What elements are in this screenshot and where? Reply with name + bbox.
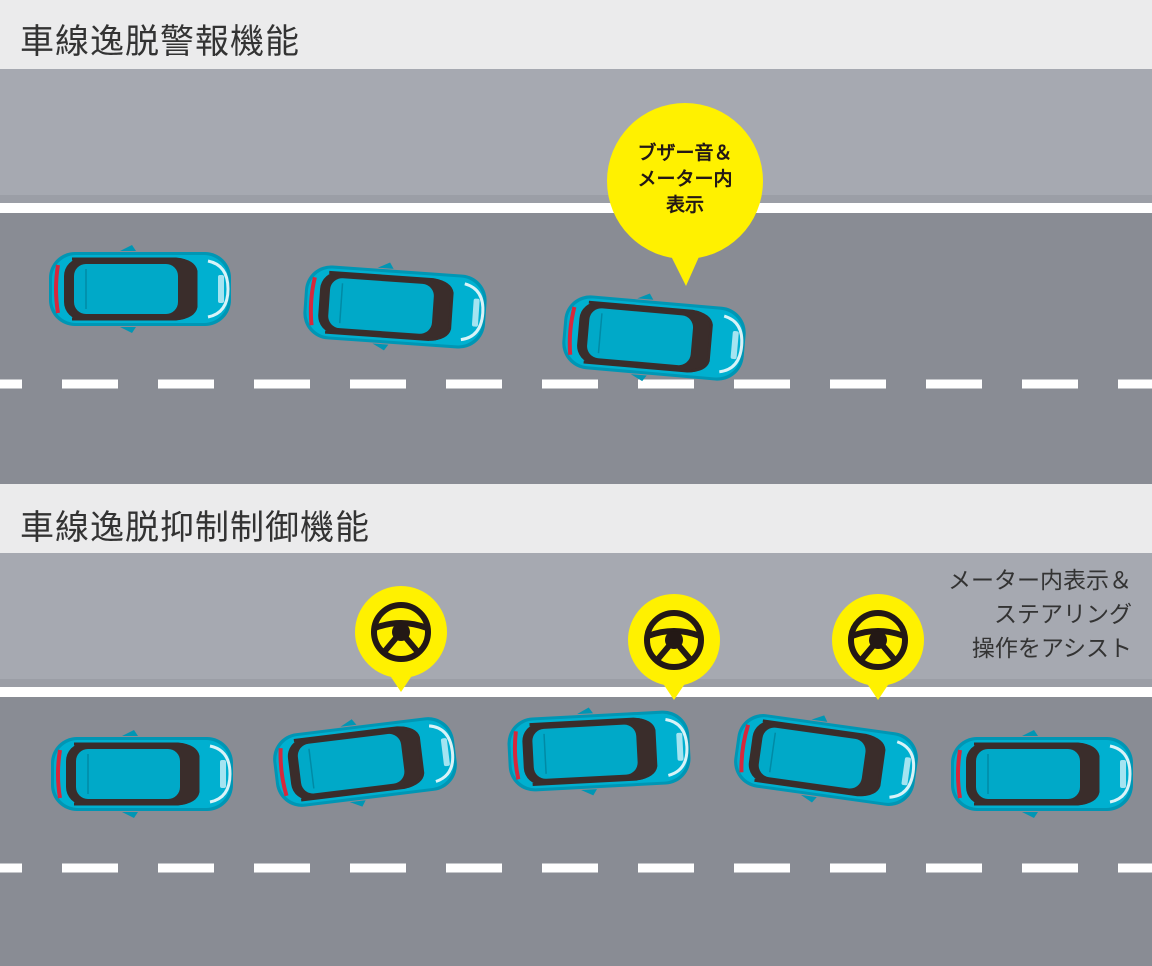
section-title-control: 車線逸脱抑制制御機能 bbox=[20, 508, 370, 548]
section-title-warning: 車線逸脱警報機能 bbox=[20, 22, 300, 62]
car-8 bbox=[949, 728, 1135, 820]
bubble-line: ブザー音＆ bbox=[637, 142, 733, 164]
steering-bubble-3 bbox=[832, 594, 924, 700]
car-4 bbox=[49, 728, 235, 820]
road-section-2 bbox=[0, 553, 1152, 966]
note-line: メーター内表示＆ bbox=[948, 568, 1132, 594]
steering-bubble-2 bbox=[628, 594, 720, 700]
steering-bubble-1 bbox=[355, 586, 447, 692]
note-line: 操作をアシスト bbox=[971, 636, 1132, 662]
assist-note: メーター内表示＆ ステアリング 操作をアシスト bbox=[892, 564, 1132, 666]
bubble-line: 表示 bbox=[665, 194, 704, 216]
warning-bubble bbox=[607, 103, 763, 286]
note-line: ステアリング bbox=[994, 602, 1132, 628]
bubble-line: メーター内 bbox=[637, 168, 733, 190]
warning-bubble-text: ブザー音＆ メーター内 表示 bbox=[607, 140, 763, 218]
car-1 bbox=[47, 243, 233, 335]
road-section-1 bbox=[0, 69, 1152, 484]
